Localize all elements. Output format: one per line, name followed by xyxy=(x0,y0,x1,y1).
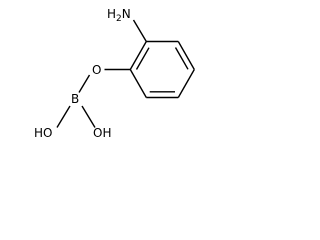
amine-nitrogen: N xyxy=(122,7,131,21)
ring-bond-c5-c6 xyxy=(129,69,147,98)
bond-ring-to-amine xyxy=(132,19,147,42)
left-hydroxyl-label: HO xyxy=(34,126,52,140)
boron-label: B xyxy=(71,92,79,106)
amine-hydrogen-count: 2 xyxy=(116,14,122,24)
bond-boron-to-right-hydroxyl xyxy=(81,105,96,128)
amine-hydrogen: H xyxy=(107,7,116,21)
ring-bond-c3-c4 xyxy=(177,69,195,98)
right-hydroxyl-label: OH xyxy=(93,126,111,140)
bond-boron-to-left-hydroxyl xyxy=(56,105,71,128)
structure-diagram: H2N O B HO OH xyxy=(34,7,195,140)
bond-oxygen-to-boron xyxy=(78,74,91,93)
ring-double-bond-c6-c1 xyxy=(135,47,150,70)
ring-double-bond-c2-c3 xyxy=(174,47,189,70)
ring-bond-c6-c1 xyxy=(129,41,147,70)
ring-bond-c2-c3 xyxy=(177,41,195,70)
ether-oxygen-label: O xyxy=(92,63,101,77)
benzene-ring xyxy=(129,40,195,99)
amine-label: H2N xyxy=(107,7,131,24)
